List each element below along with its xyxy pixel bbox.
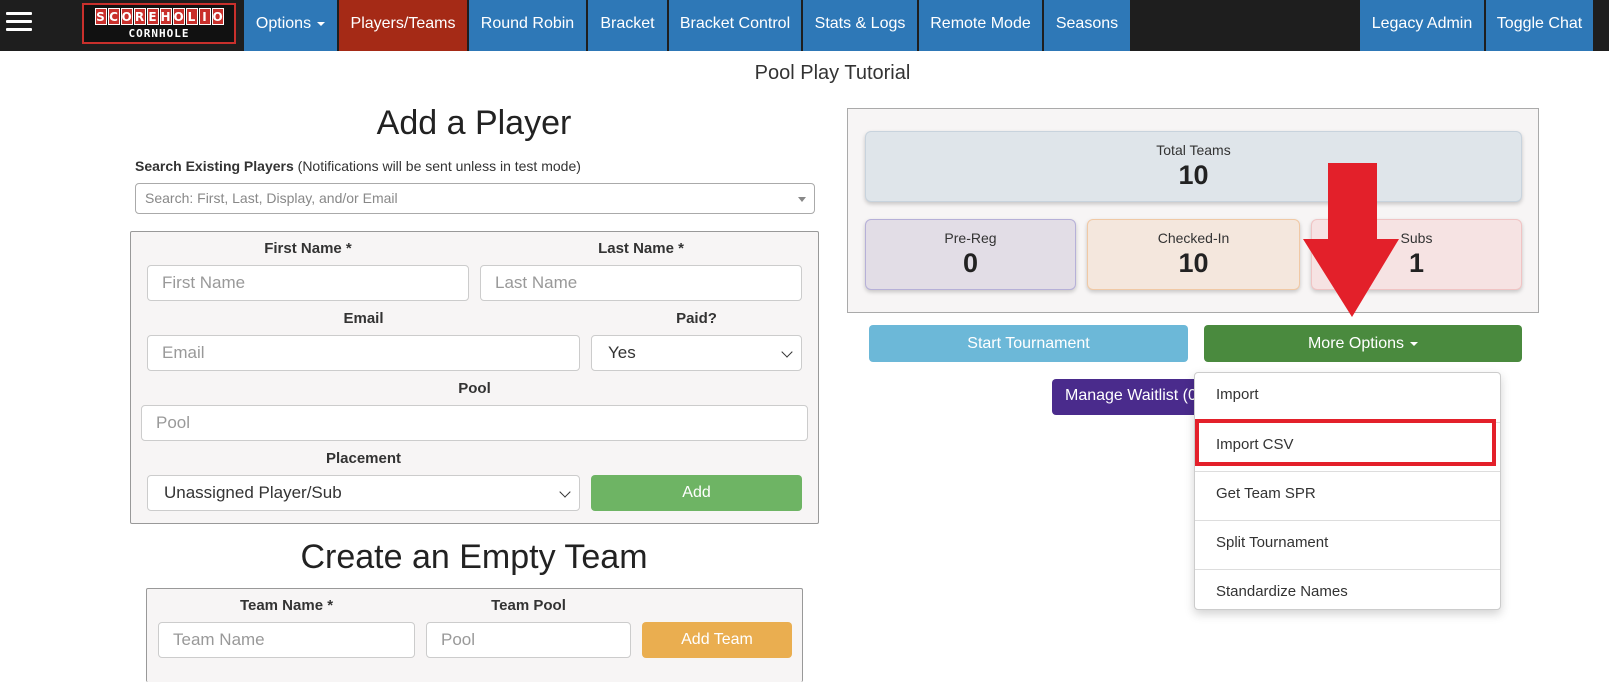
nav-bracket-control[interactable]: Bracket Control: [669, 0, 801, 51]
add-player-form: First Name * Last Name * First Name Last…: [130, 231, 819, 524]
checked-in-card[interactable]: Checked-In 10: [1087, 219, 1300, 290]
search-players-select[interactable]: Search: First, Last, Display, and/or Ema…: [135, 183, 815, 214]
placement-label: Placement: [325, 450, 402, 467]
nav-players-teams[interactable]: Players/Teams: [339, 0, 467, 51]
pre-reg-label: Pre-Reg: [944, 230, 997, 246]
team-stats-panel: Total Teams 10 Pre-Reg 0 Checked-In 10 S…: [847, 108, 1539, 313]
nav-options-label: Options: [255, 15, 312, 32]
start-tournament-button[interactable]: Start Tournament: [869, 325, 1188, 362]
nav-bracket[interactable]: Bracket: [588, 0, 667, 51]
paid-label: Paid?: [676, 310, 717, 327]
checked-in-value: 10: [1178, 248, 1209, 278]
total-teams-card: Total Teams 10: [865, 131, 1522, 202]
email-input[interactable]: Email: [147, 335, 580, 371]
paid-select[interactable]: Yes: [591, 335, 802, 371]
nav-stats-logs[interactable]: Stats & Logs: [803, 0, 917, 51]
nav-seasons[interactable]: Seasons: [1044, 0, 1130, 51]
pre-reg-card[interactable]: Pre-Reg 0: [865, 219, 1076, 290]
search-label-bold: Search Existing Players: [135, 158, 294, 174]
first-name-label: First Name *: [264, 240, 352, 257]
create-empty-team-heading: Create an Empty Team: [300, 538, 648, 576]
empty-team-form: Team Name * Team Pool Team Name Pool Add…: [146, 588, 803, 682]
chevron-down-icon: [781, 346, 793, 358]
nav-legacy-admin[interactable]: Legacy Admin: [1360, 0, 1484, 51]
chevron-down-icon: [559, 486, 571, 498]
menu-item-import[interactable]: Import: [1216, 386, 1259, 403]
pool-label: Pool: [458, 380, 491, 397]
team-name-input[interactable]: Team Name: [158, 622, 415, 658]
page-title: Pool Play Tutorial: [754, 62, 911, 84]
checked-in-label: Checked-In: [1157, 230, 1230, 246]
add-team-button[interactable]: Add Team: [642, 622, 792, 658]
subs-value: 1: [1408, 248, 1425, 278]
more-options-button[interactable]: More Options: [1204, 325, 1522, 362]
caret-down-icon: [317, 21, 326, 26]
more-options-menu: Import Import CSV Get Team SPR Split Tou…: [1194, 372, 1501, 610]
last-name-label: Last Name *: [598, 240, 684, 257]
nav-remote-mode[interactable]: Remote Mode: [919, 0, 1042, 51]
nav-toggle-chat[interactable]: Toggle Chat: [1486, 0, 1593, 51]
hamburger-menu-icon[interactable]: [6, 12, 32, 34]
add-player-button[interactable]: Add: [591, 475, 802, 511]
red-down-arrow-icon: [1303, 163, 1399, 317]
paid-select-value: Yes: [608, 343, 636, 362]
total-teams-label: Total Teams: [1156, 142, 1231, 158]
dropdown-arrow-icon: [798, 197, 806, 202]
nav-round-robin[interactable]: Round Robin: [469, 0, 586, 51]
logo-subtitle: CORNHOLE: [128, 26, 190, 40]
search-players-label: Search Existing Players (Notifications w…: [135, 158, 581, 174]
subs-label: Subs: [1400, 230, 1433, 246]
caret-down-icon: [1410, 341, 1419, 346]
search-placeholder: Search: First, Last, Display, and/or Ema…: [145, 190, 398, 206]
pool-input[interactable]: Pool: [141, 405, 808, 441]
total-teams-value: 10: [1178, 160, 1209, 190]
search-label-note: (Notifications will be sent unless in te…: [297, 158, 581, 174]
team-pool-input[interactable]: Pool: [426, 622, 631, 658]
pre-reg-value: 0: [962, 248, 979, 278]
manage-waitlist-button[interactable]: Manage Waitlist (0: [1052, 379, 1198, 415]
menu-item-get-team-spr[interactable]: Get Team SPR: [1195, 471, 1500, 520]
more-options-label: More Options: [1307, 335, 1405, 352]
first-name-input[interactable]: First Name: [147, 265, 469, 301]
menu-item-standardize-names[interactable]: Standardize Names: [1195, 569, 1500, 618]
last-name-input[interactable]: Last Name: [480, 265, 802, 301]
placement-select[interactable]: Unassigned Player/Sub: [147, 475, 580, 511]
menu-item-split-tournament[interactable]: Split Tournament: [1195, 520, 1500, 569]
import-csv-highlight-box: [1195, 419, 1496, 466]
placement-select-value: Unassigned Player/Sub: [164, 483, 342, 502]
team-pool-label: Team Pool: [491, 597, 566, 614]
team-name-label: Team Name *: [239, 597, 334, 614]
nav-options-dropdown[interactable]: Options: [244, 0, 337, 51]
add-player-heading: Add a Player: [376, 104, 572, 142]
email-label: Email: [343, 310, 384, 327]
